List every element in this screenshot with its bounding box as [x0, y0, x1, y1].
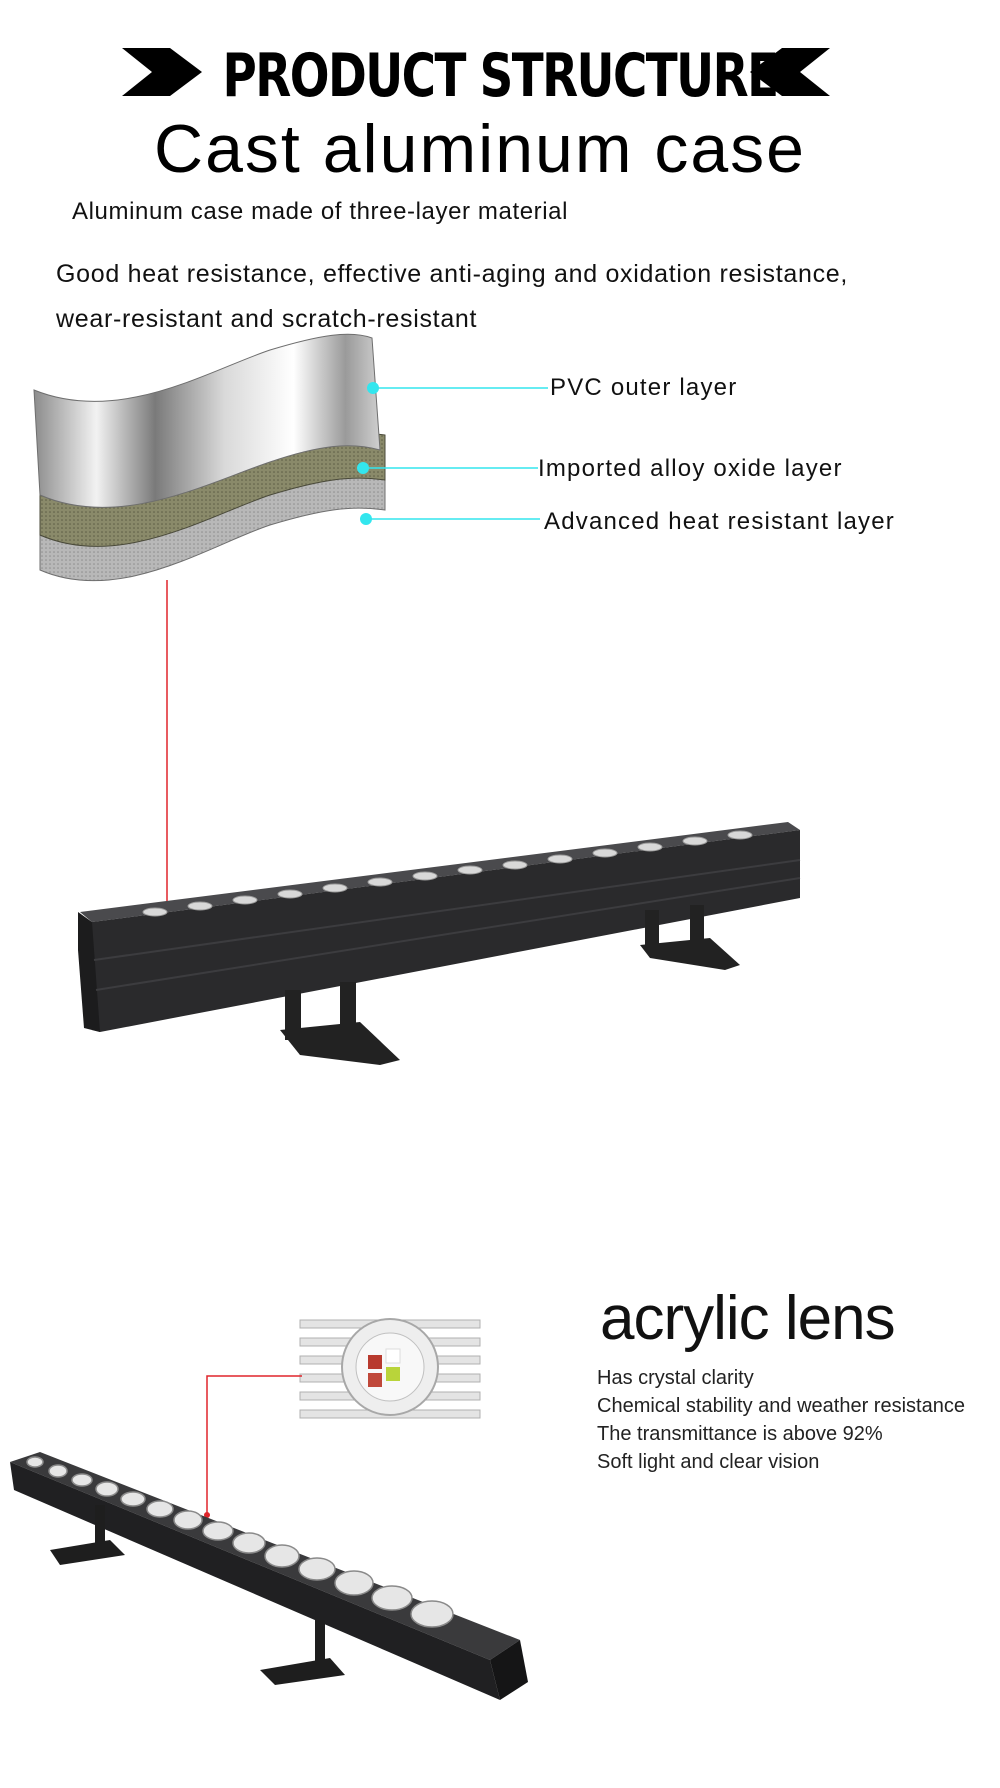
- title-arrow-left-icon: [122, 48, 202, 96]
- section-title-lens: acrylic lens: [600, 1284, 896, 1353]
- alloy-layer-marker-icon: [357, 462, 369, 474]
- layer-label-heat: Advanced heat resistant layer: [544, 508, 895, 535]
- lens-feature-item: Soft light and clear vision: [597, 1451, 820, 1473]
- material-layers-illustration: [33, 333, 548, 582]
- lens-feature-item: Chemical stability and weather resistanc…: [597, 1395, 965, 1417]
- led-bar-fixture-image: [78, 580, 801, 1065]
- case-description-line-2: wear-resistant and scratch-resistant: [56, 305, 478, 333]
- lens-feature-list: Has crystal clarity Chemical stability a…: [597, 1364, 965, 1476]
- led-bar-angled-image: [10, 1375, 528, 1700]
- layer-label-pvc: PVC outer layer: [550, 374, 738, 401]
- section-title-case: Cast aluminum case: [153, 111, 807, 187]
- lens-feature-item: The transmittance is above 92%: [597, 1423, 883, 1445]
- heat-layer-marker-icon: [360, 513, 372, 525]
- pvc-layer-marker-icon: [367, 382, 379, 394]
- rgbw-led-chip-image: [299, 1318, 481, 1419]
- case-description-line-1: Good heat resistance, effective anti-agi…: [56, 260, 849, 288]
- page-title: PRODUCT STRUCTURE: [222, 41, 780, 111]
- lens-feature-item: Has crystal clarity: [597, 1367, 754, 1389]
- title-arrow-right-icon: [750, 48, 830, 96]
- case-intro-line: Aluminum case made of three-layer materi…: [72, 198, 569, 225]
- case-description: Good heat resistance, effective anti-agi…: [56, 252, 986, 342]
- layer-label-alloy: Imported alloy oxide layer: [538, 455, 843, 482]
